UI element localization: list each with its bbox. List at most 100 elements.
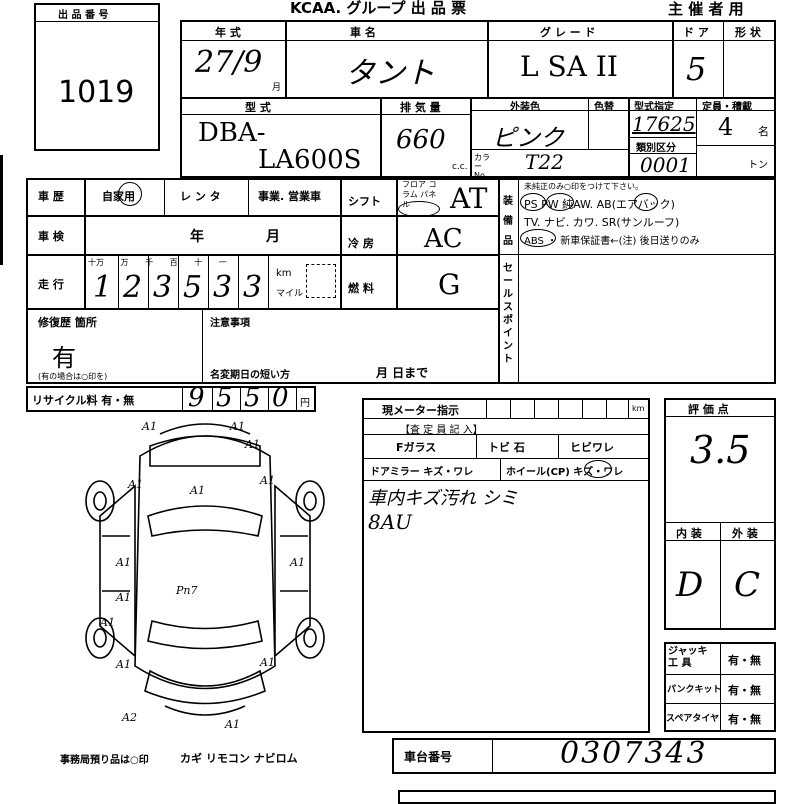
type-designation-label: 型式指定 [634, 102, 674, 113]
jack-option: 有・無 [728, 654, 761, 667]
wheel-label: ホイール(CP) キズ・ワレ [506, 467, 624, 478]
office-note: 事務局預り品は○印 [60, 755, 149, 766]
diagram-mark-11: Pn7 [175, 584, 197, 597]
chassis-box [392, 738, 776, 774]
abs-circle [520, 229, 556, 247]
color-code-value: T22 [525, 150, 564, 174]
lot-number-box: 出 品 番 号 1019 [34, 3, 160, 151]
recycle-box [26, 386, 316, 412]
ab-circle [634, 193, 658, 211]
keys-label: カギ リモコン ナビロム [180, 752, 298, 765]
repair-value: 有 [52, 344, 76, 372]
wheel-damage-circle [584, 460, 612, 478]
diagram-mark-4: A1 [127, 478, 143, 491]
mileage-digit-3: 3 [153, 270, 173, 305]
sales-point-label: セールスポイント [503, 263, 513, 365]
inspector-box [362, 398, 650, 733]
color-change-label: 色替 [594, 102, 614, 113]
interior-grade: D [676, 565, 704, 605]
repair-note: (有の場合は○印を) [38, 372, 108, 381]
history-label: 車 歴 [38, 190, 64, 203]
type-designation-value: 17625 [632, 112, 696, 136]
shift-label: シフト [348, 195, 381, 208]
category-value: 0001 [640, 153, 691, 177]
doors-value: 5 [686, 50, 707, 88]
interior-label: 内 装 [676, 527, 702, 540]
diagram-mark-3: A1 [244, 438, 260, 451]
equipment-box [498, 178, 776, 384]
chassis-label: 車台番号 [404, 750, 453, 764]
diagram-mark-8: A1 [289, 556, 305, 569]
equipment-line2: TV. ナビ. カワ. SR(サンルーフ) [524, 216, 680, 229]
shape-label: 形 状 [735, 26, 761, 39]
recycle-digit-1: 9 [188, 383, 205, 413]
displacement-label: 排 気 量 [400, 101, 441, 114]
puncture-label: パンクキット [667, 685, 722, 695]
diagram-mark-1: A1 [141, 420, 157, 433]
doors-label: ド ア [683, 26, 709, 39]
year-value: 27/9 [195, 45, 263, 80]
model-line1: DBA- [198, 118, 266, 148]
business-label: 事業. 営業車 [258, 190, 322, 203]
meter-label: 現メーター指示 [382, 404, 459, 417]
chassis-number: 0307343 [560, 736, 708, 771]
recycle-digit-3: 5 [244, 383, 261, 413]
cc-unit: c.c. [452, 162, 468, 172]
model-label: 型 式 [245, 101, 271, 114]
diagram-mark-15: A2 [121, 711, 137, 724]
color-code-label: カラー No. [474, 153, 490, 180]
inspection-month-unit: 月 [266, 229, 280, 245]
rating-label: 評 価 点 [688, 403, 729, 416]
name-change-date: 月 日まで [376, 366, 429, 380]
capacity-label: 定員・積載 [702, 102, 752, 113]
displacement-value: 660 [396, 125, 446, 155]
km-unit: km [276, 268, 292, 279]
diagram-mark-6: A1 [259, 474, 275, 487]
inspection-year-unit: 年 [190, 229, 204, 245]
odometer-units: 十万 万 千 百 十 一 [88, 258, 227, 267]
diagram-mark-2: A1 [229, 420, 245, 433]
diagram-mark-10: A1 [99, 616, 115, 629]
mile-checkbox [306, 264, 336, 298]
history-circle [118, 182, 142, 206]
spare-label: スペアタイヤ [666, 714, 720, 724]
diagram-mark-7: A1 [115, 556, 131, 569]
recycle-digit-2: 5 [216, 383, 233, 413]
mileage-digit-2: 2 [123, 270, 143, 305]
exterior-label: 外 装 [732, 527, 758, 540]
capacity-value: 4 [718, 113, 734, 141]
mileage-digit-6: 3 [243, 270, 263, 305]
hibi-ware-label: ヒビワレ [570, 441, 614, 454]
name-change-label: 名変期日の短い方 [210, 370, 290, 381]
spare-option: 有・無 [728, 713, 761, 726]
diagram-mark-13: A1 [259, 656, 275, 669]
diagram-mark-14: A1 [224, 718, 240, 731]
jack-label: ジャッキ 工 具 [668, 646, 708, 669]
form-title: KCAA. グループ 出 品 票 [290, 0, 467, 17]
mileage-digit-4: 5 [183, 270, 203, 305]
rental-label: レ ン タ [180, 190, 221, 203]
exterior-grade: C [734, 565, 761, 605]
grade-value: L SA II [520, 50, 618, 83]
fuel-label: 燃 料 [348, 282, 374, 295]
lot-number: 1019 [58, 75, 135, 110]
bottom-partial-box [398, 790, 776, 804]
diagram-mark-5: A1 [189, 484, 205, 497]
diagram-mark-12: A1 [115, 658, 131, 671]
grade-label: グ レ ー ド [540, 26, 596, 39]
remarks-line2: 8AU [368, 510, 413, 534]
door-mirror-label: ドアミラー キズ・ワレ [370, 467, 474, 478]
inspector-label: 【査 定 員 記 入】 [400, 425, 483, 436]
recycle-label: リサイクル料 有・無 [32, 394, 135, 407]
repair-label: 修復歴 箇所 [38, 316, 97, 329]
notes-label: 注意事項 [210, 318, 250, 329]
persons-unit: 名 [758, 125, 769, 138]
color-value: ピンク [492, 124, 564, 152]
equipment-label: 装備品 [503, 196, 513, 247]
yen-unit: 円 [300, 398, 310, 409]
year-month-unit: 月 [272, 83, 282, 93]
ac-value: AC [424, 224, 463, 254]
category-label: 類別区分 [636, 143, 676, 154]
pw-circle [546, 193, 574, 211]
scan-edge-mark [0, 155, 3, 265]
